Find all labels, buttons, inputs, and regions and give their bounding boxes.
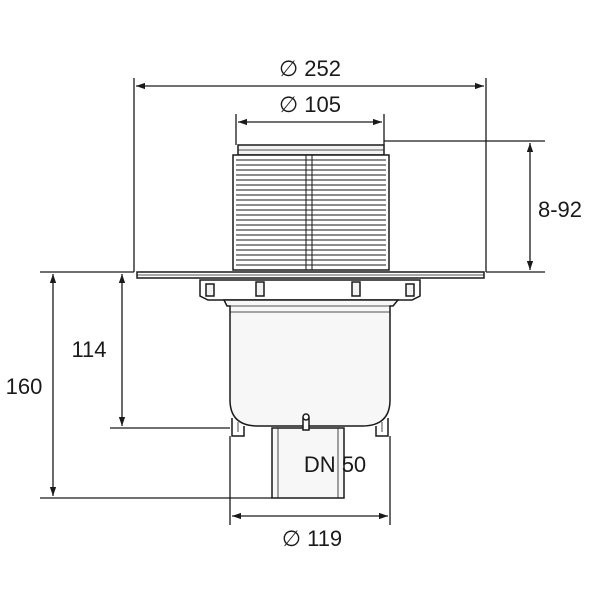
drain-pot <box>222 299 400 427</box>
drain-body <box>136 144 485 499</box>
label-outlet-dn50: DN 50 <box>304 452 366 477</box>
label-diameter-105: ∅ 105 <box>279 92 341 117</box>
clamping-ring <box>199 279 421 301</box>
threaded-extension <box>232 154 390 271</box>
outlet-pipe <box>271 427 345 499</box>
label-height-8-92: 8-92 <box>538 197 582 222</box>
dimension-lines <box>40 78 545 525</box>
label-height-160: 160 <box>6 374 43 399</box>
label-diameter-252: ∅ 252 <box>279 56 341 81</box>
label-diameter-119: ∅ 119 <box>282 526 342 551</box>
thread-lines <box>236 159 386 266</box>
label-height-114: 114 <box>71 337 106 362</box>
